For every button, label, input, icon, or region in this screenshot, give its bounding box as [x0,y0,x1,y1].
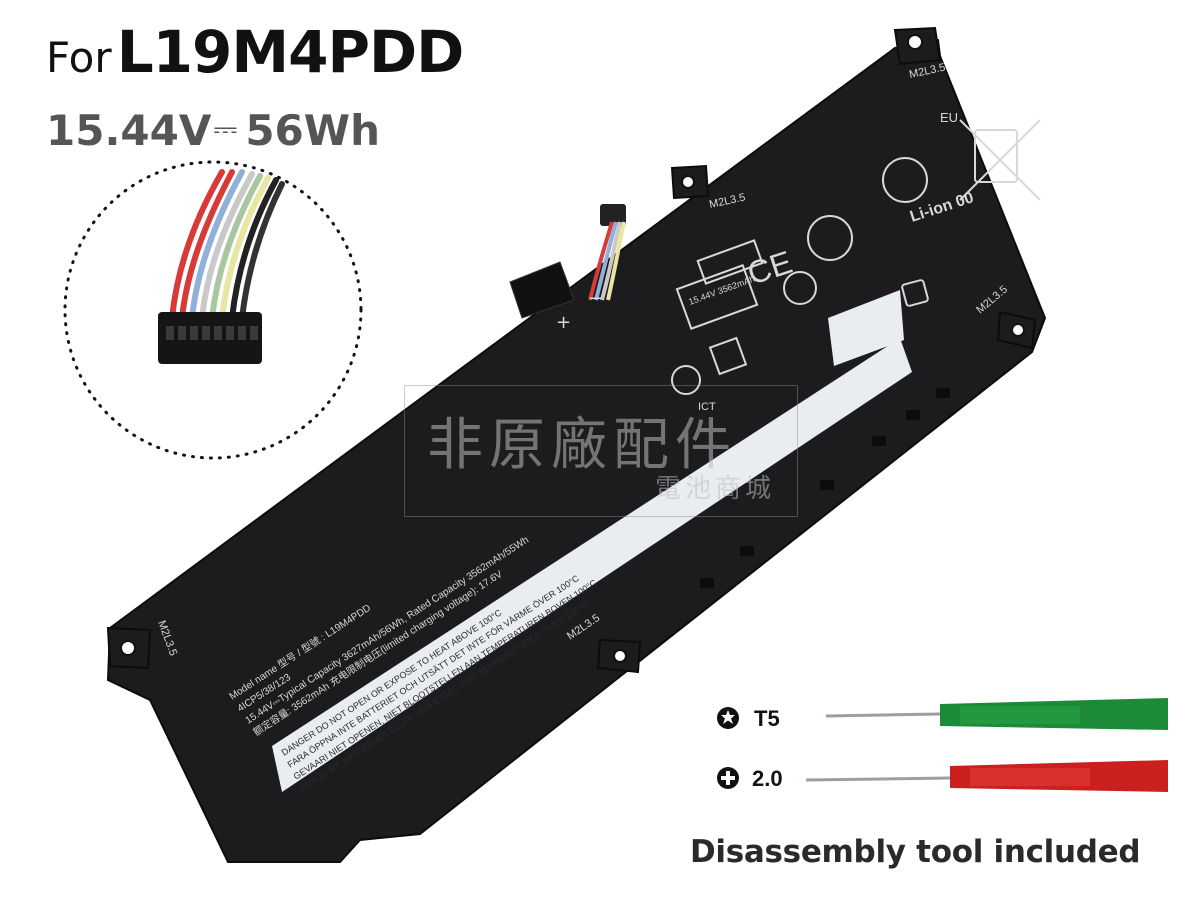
battery-connector: + − [509,204,626,333]
title-prefix: For [46,33,112,82]
voltage-text: 15.44V [46,106,212,155]
torx-icon [717,707,739,729]
battery-pack [106,26,1047,863]
minus-mark: − [588,288,603,309]
tool-caption: Disassembly tool included [690,834,1141,870]
t5-label: T5 [754,706,780,731]
eu-mark: EU [940,110,958,125]
t5-screwdriver [825,698,1168,730]
plus-mark: + [556,312,571,333]
ict-mark: ICT [698,401,716,413]
dc-symbol: ⎓ [213,112,238,147]
connector-detail [63,160,363,460]
product-title: For L19M4PDD [46,18,465,86]
title-model: L19M4PDD [116,18,465,86]
phillips-screwdriver [805,760,1168,792]
energy-text: 56Wh [245,106,380,155]
ph-label: 2.0 [752,766,783,791]
phillips-icon [717,767,739,789]
spec-line: 15.44V⎓56Wh [46,106,380,155]
